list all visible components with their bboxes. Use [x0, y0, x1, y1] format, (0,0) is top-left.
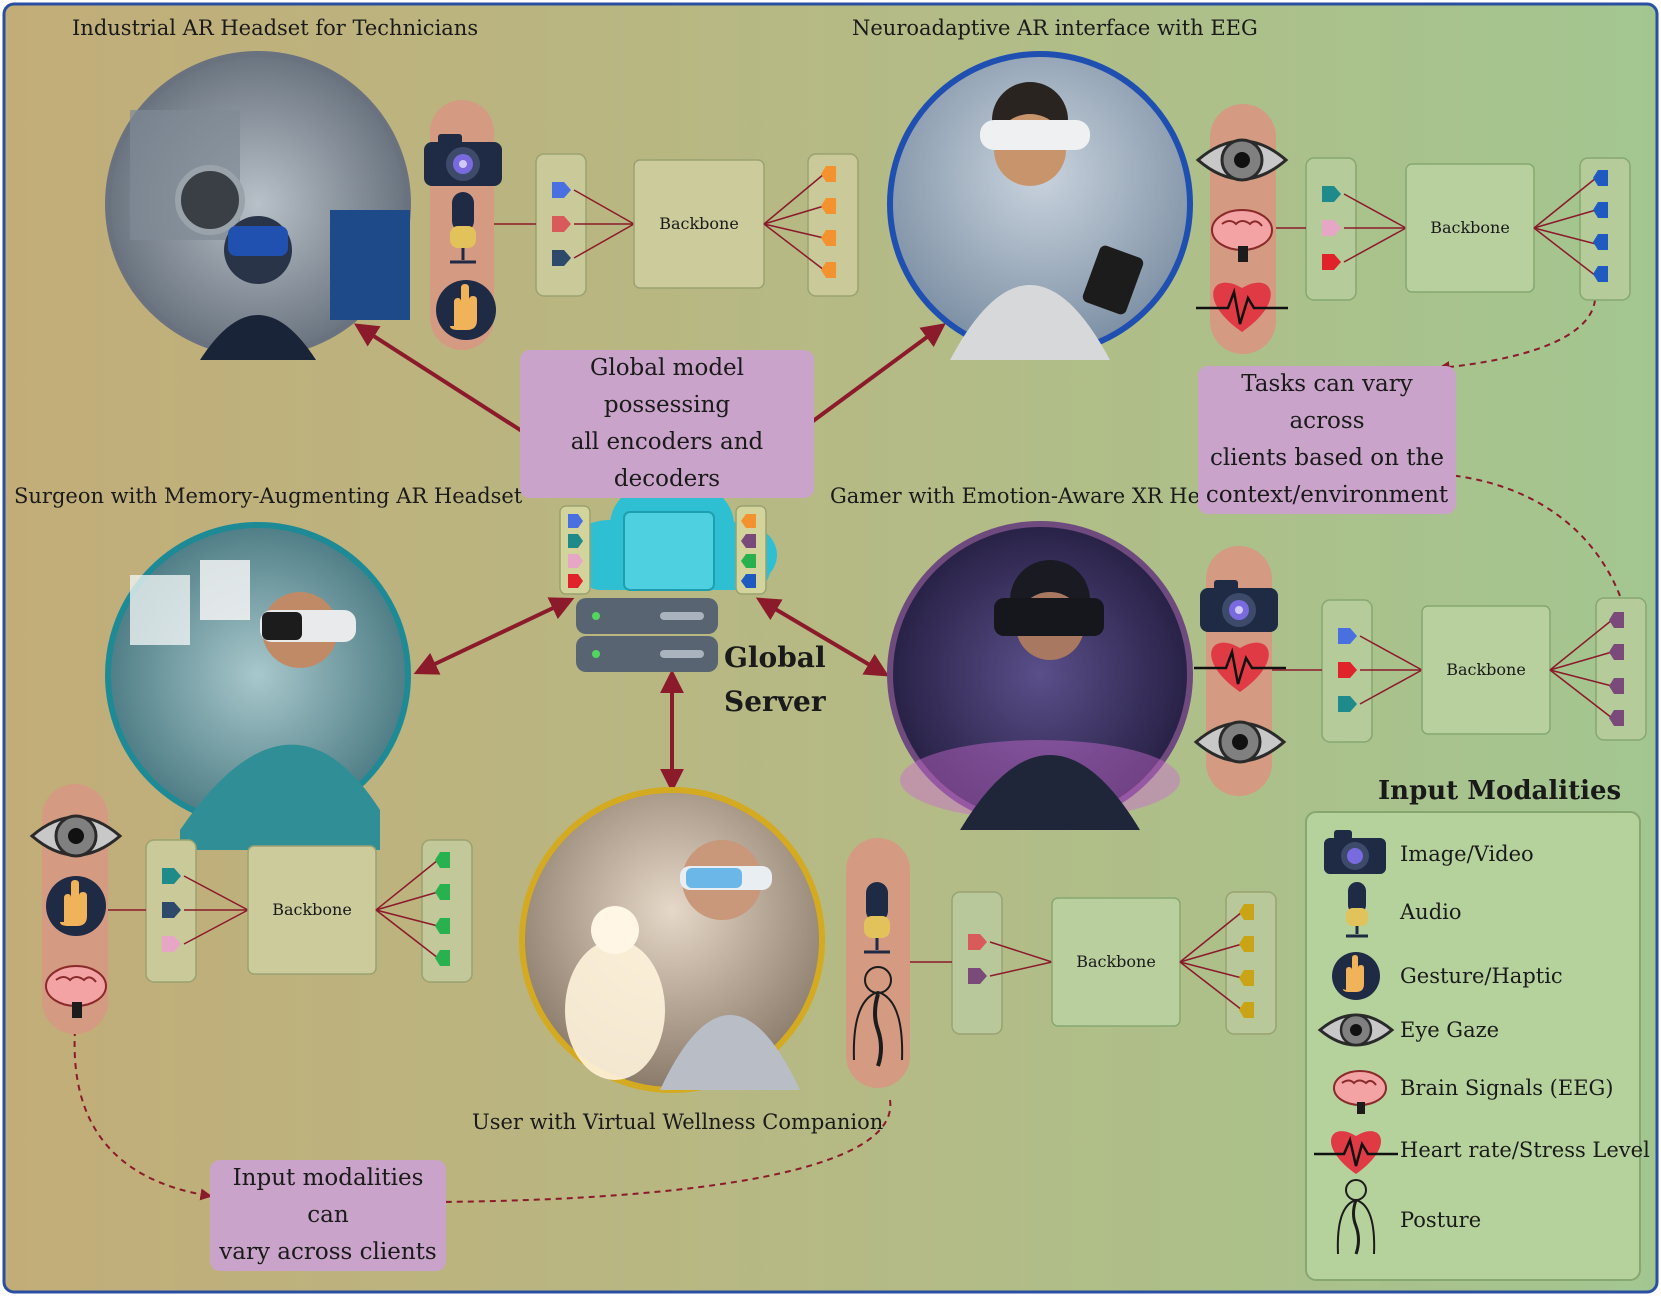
legend-item-heart: Heart rate/Stress Level [1400, 1138, 1650, 1162]
callout-tasks: Tasks can vary across clients based on t… [1198, 366, 1456, 514]
legend-icon-brain [1333, 1070, 1387, 1114]
link-surgeon [413, 597, 575, 675]
title-wellness: User with Virtual Wellness Companion [472, 1110, 884, 1134]
legend-item-eye-gaze: Eye Gaze [1400, 1018, 1500, 1042]
dash-eeg-tasks [1437, 299, 1596, 374]
dash-surgeon-inputs [73, 1029, 213, 1201]
dashed-annotations [73, 299, 1621, 1208]
legend-item-gesture: Gesture/Haptic [1400, 964, 1563, 988]
legend-icon-posture [1336, 1179, 1376, 1255]
dash-wellness-inputs [431, 1099, 892, 1208]
backbone-label-eeg: Backbone [1430, 218, 1510, 237]
backbone-label-surgeon: Backbone [272, 900, 352, 919]
callout-global-model: Global model possessing all encoders and… [520, 350, 814, 498]
legend-item-posture: Posture [1400, 1208, 1482, 1232]
callout-tasks-line3: context/environment [1205, 482, 1449, 508]
client-wellness [519, 787, 1277, 1093]
legend-item-brain: Brain Signals (EEG) [1400, 1076, 1614, 1100]
client-technician [105, 51, 859, 360]
wellness-modality-pill [846, 838, 910, 1088]
legend-icon-image-video [1324, 830, 1386, 874]
callout-global-model-line2: all encoders and decoders [570, 429, 764, 492]
callout-tasks-line1: Tasks can vary across [1241, 371, 1413, 434]
wellness-photo [519, 787, 825, 1093]
legend-icon-eye-gaze [1317, 1013, 1395, 1047]
backbone-label-wellness: Backbone [1076, 952, 1156, 971]
legend-item-image-video: Image/Video [1400, 842, 1534, 866]
dash-gamer-tasks [1435, 468, 1621, 597]
client-gamer [887, 521, 1647, 830]
legend-title: Input Modalities [1378, 776, 1622, 806]
server-label-line2: Server [724, 685, 826, 718]
backbone-label-technician: Backbone [659, 214, 739, 233]
title-surgeon: Surgeon with Memory-Augmenting AR Headse… [14, 484, 523, 508]
backbone-label-gamer: Backbone [1446, 660, 1526, 679]
title-technician: Industrial AR Headset for Technicians [72, 16, 479, 40]
legend-icon-heart [1314, 1131, 1398, 1174]
server-label: Global Server [724, 636, 826, 724]
callout-inputs-line2: vary across clients [219, 1239, 437, 1265]
legend-icon-gesture [1332, 952, 1380, 1000]
title-gamer: Gamer with Emotion-Aware XR Headset [830, 484, 1258, 508]
callout-inputs: Input modalities can vary across clients [210, 1160, 446, 1271]
callout-inputs-line1: Input modalities can [232, 1165, 424, 1228]
legend [1305, 811, 1641, 1281]
callout-tasks-line2: clients based on the [1210, 445, 1444, 471]
server-label-line1: Global [724, 641, 826, 674]
client-surgeon [29, 522, 473, 1034]
global-server-icon [559, 477, 777, 672]
client-eeg [887, 51, 1631, 360]
callout-global-model-line1: Global model possessing [589, 355, 745, 418]
legend-icon-audio [1346, 882, 1368, 938]
legend-item-audio: Audio [1400, 900, 1462, 924]
title-eeg: Neuroadaptive AR interface with EEG [852, 16, 1258, 40]
link-gamer [755, 597, 890, 677]
